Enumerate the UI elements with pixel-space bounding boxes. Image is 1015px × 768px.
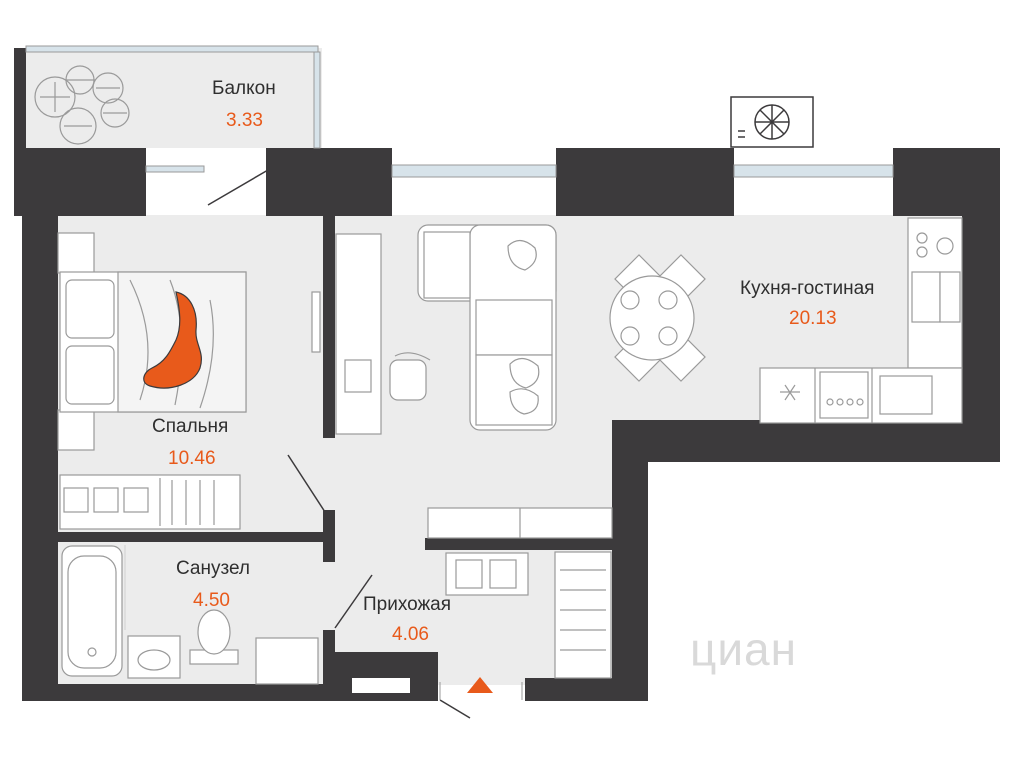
kitchen-name: Кухня-гостиная [740, 278, 875, 299]
plant-icon [34, 65, 130, 145]
desk-area [335, 233, 431, 435]
pillow-2 [65, 345, 115, 405]
bathroom-door-swing [334, 574, 373, 629]
walls [14, 48, 1000, 701]
air-conditioner-icon [730, 96, 814, 148]
hallway-storage [427, 507, 613, 679]
washer [255, 637, 319, 685]
bedroom-name: Спальня [152, 416, 229, 437]
cat-icon [143, 291, 202, 389]
pillow-1 [65, 279, 115, 339]
wardrobe [59, 474, 241, 530]
toilet-bowl [197, 609, 231, 655]
dining-table [609, 254, 706, 382]
bathroom-fixtures [61, 545, 319, 685]
bathroom-area: 4.50 [193, 590, 230, 611]
windows [25, 45, 894, 178]
bedroom-tv [311, 291, 321, 353]
hallway-name: Прихожая [363, 594, 452, 615]
watermark-logo: циан [690, 623, 798, 675]
balcony-name: Балкон [212, 78, 276, 99]
sofa [417, 224, 557, 431]
nightstand-top [57, 232, 95, 274]
bedroom-area: 10.46 [168, 448, 216, 469]
office-chair [389, 359, 427, 401]
desk [335, 233, 382, 435]
kitchen-units [759, 217, 963, 424]
balcony-area: 3.33 [226, 110, 263, 131]
bottom-wall-slot [352, 678, 410, 693]
bedroom-door-swing [287, 454, 326, 513]
sink [879, 375, 933, 415]
kitchen-area: 20.13 [789, 308, 837, 329]
stove [819, 371, 869, 419]
entrance-door-swing [439, 699, 471, 719]
hall-wardrobe [554, 551, 612, 679]
entrance-arrow-icon [467, 677, 493, 693]
balcony-door-swing [207, 169, 269, 206]
hallway-area: 4.06 [392, 624, 429, 645]
bathroom-name: Санузел [176, 558, 251, 579]
nightstand-bottom [57, 409, 95, 451]
